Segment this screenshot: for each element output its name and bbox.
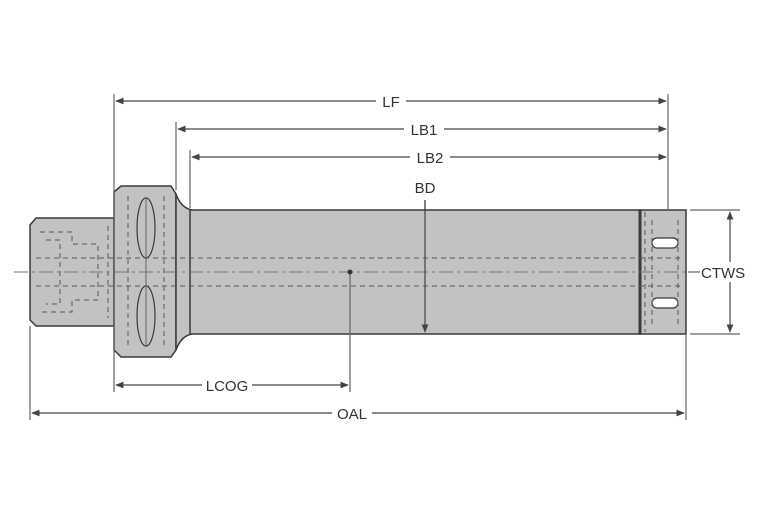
label-ctws: CTWS	[701, 265, 745, 282]
label-lcog: LCOG	[206, 378, 249, 395]
label-lb2: LB2	[417, 150, 444, 167]
label-oal: OAL	[337, 406, 367, 423]
clamp-screw-slots	[651, 220, 679, 326]
dimension-lcog: LCOG	[115, 269, 353, 395]
label-bd: BD	[415, 180, 436, 197]
label-lb1: LB1	[411, 122, 438, 139]
extension-lines	[29, 94, 740, 420]
tool-body	[14, 185, 700, 358]
dimension-lb1: LB1	[177, 120, 667, 139]
label-lf: LF	[382, 94, 400, 111]
dimension-oal: OAL	[31, 404, 685, 423]
dimension-lf: LF	[115, 92, 667, 111]
dimension-lb2: LB2	[191, 148, 667, 167]
dimension-bd: BD	[415, 180, 436, 333]
center-of-gravity-point	[347, 269, 353, 275]
dimension-ctws: CTWS	[688, 211, 760, 333]
